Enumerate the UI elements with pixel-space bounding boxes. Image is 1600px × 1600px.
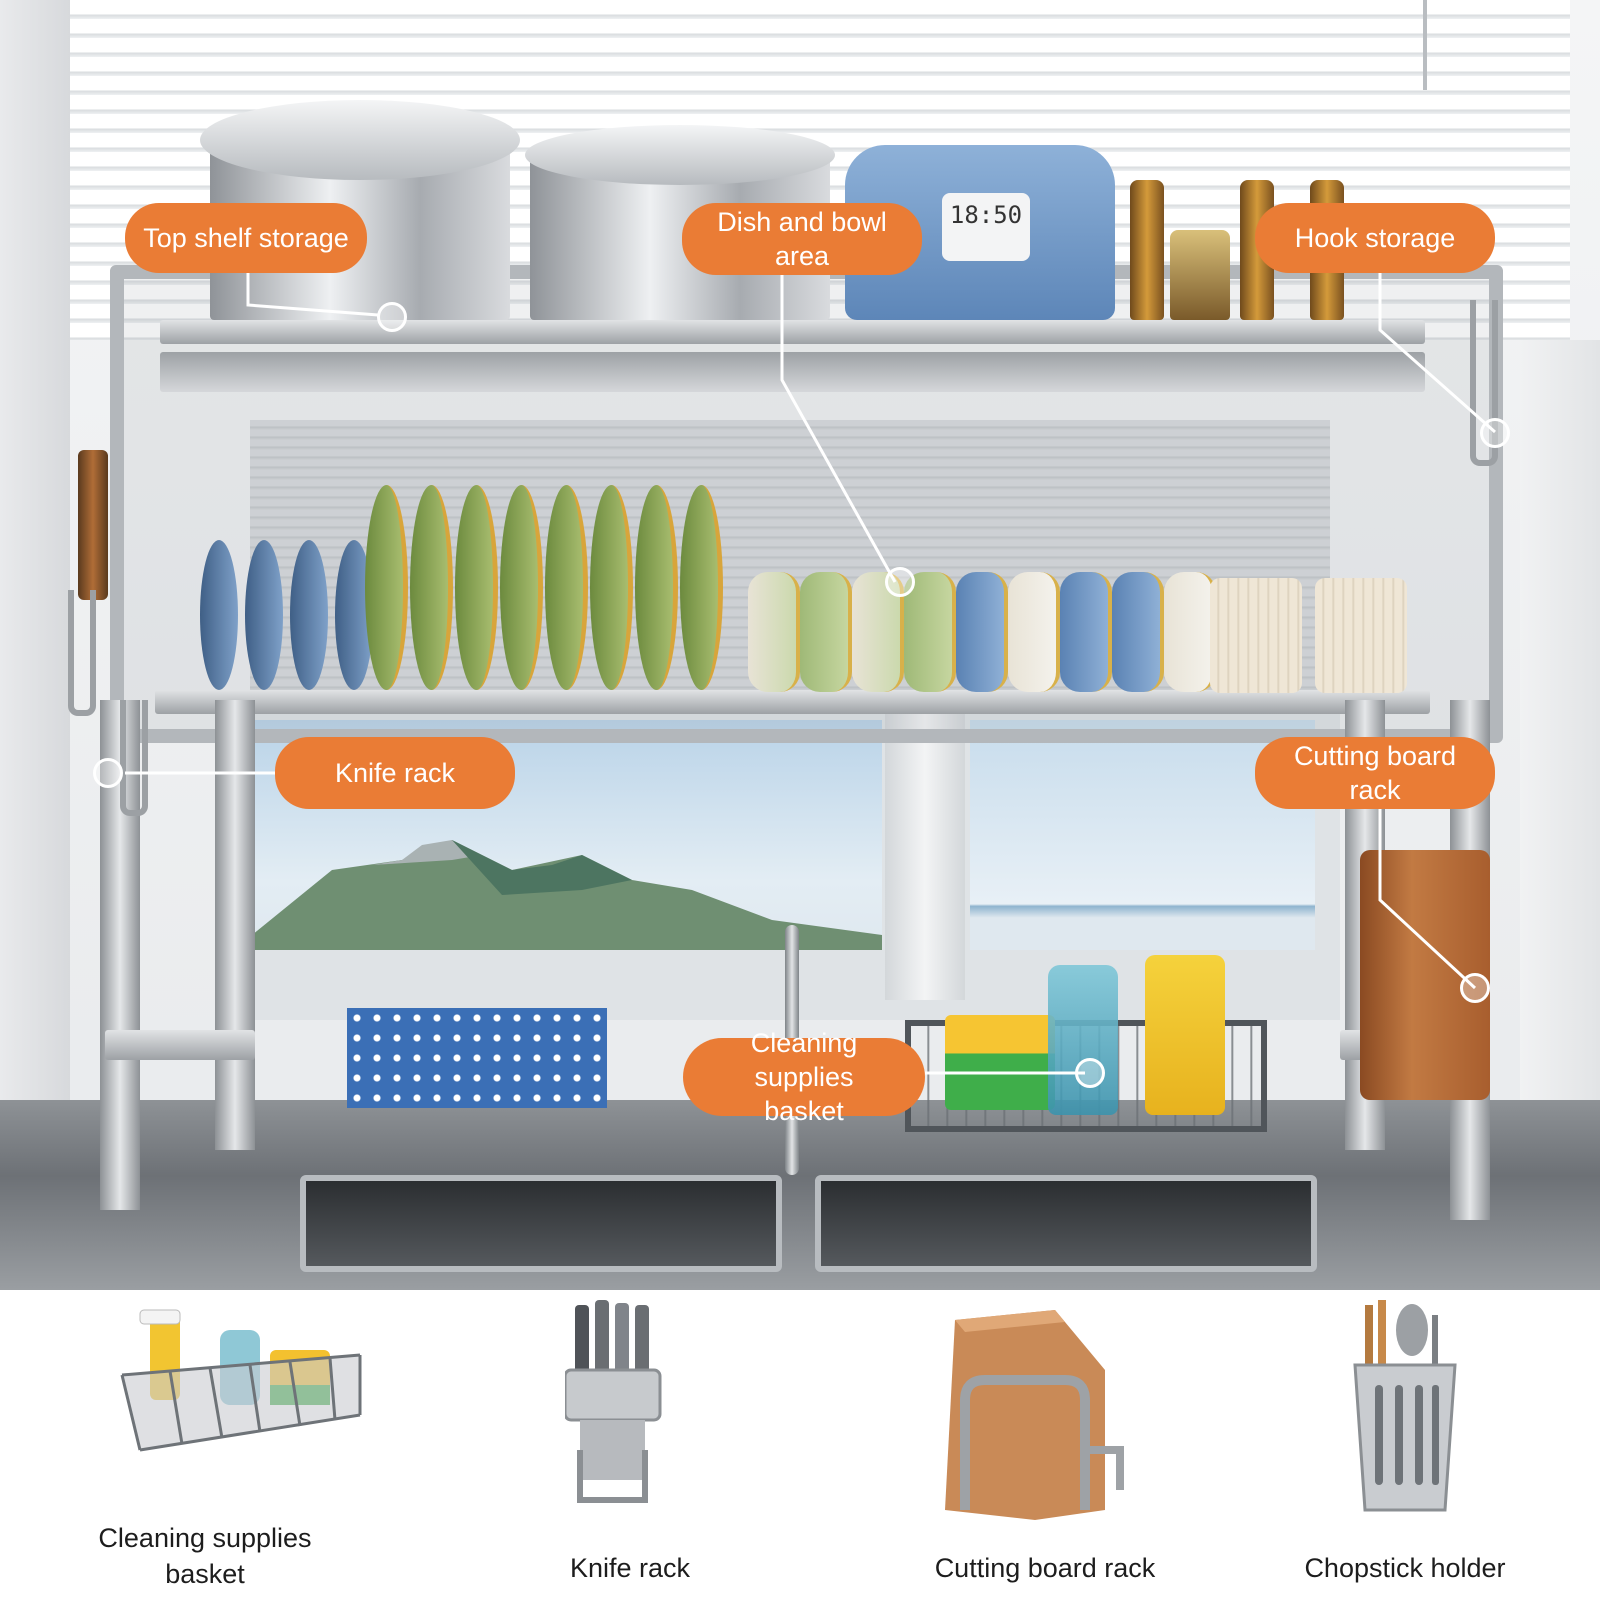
plate-green	[410, 485, 453, 690]
plate-green	[365, 485, 408, 690]
chopstick-holder-icon	[1350, 1300, 1460, 1515]
cleaning-basket-icon	[110, 1305, 370, 1475]
bowl	[1060, 572, 1112, 692]
callout-cleaning-supplies-basket: Cleaning supplies basket	[683, 1028, 925, 1126]
rice-cooker-display: 18:50	[942, 193, 1030, 261]
hotspot-knife	[93, 758, 123, 788]
plate-green	[455, 485, 498, 690]
hotspot-dish-bowl	[885, 567, 915, 597]
hotspot-cleaning	[1075, 1058, 1105, 1088]
soap-bottle	[1048, 965, 1118, 1115]
leader-cutting-board	[1378, 805, 1477, 990]
knife-handle	[78, 450, 108, 600]
plate-green	[590, 485, 633, 690]
spice-jar	[1170, 230, 1230, 320]
bowl	[1008, 572, 1060, 692]
hotspot-hook	[1480, 418, 1510, 448]
product-label-cutting-board-rack: Cutting board rack	[934, 1553, 1156, 1583]
knife-rack-hook	[68, 590, 96, 716]
window-mullion	[885, 700, 965, 1000]
callout-cutting-board-rack: Cutting board rack	[1255, 737, 1495, 809]
bowl	[1112, 572, 1164, 692]
plate-green	[500, 485, 543, 690]
plate-green	[635, 485, 678, 690]
mountain-view	[252, 840, 882, 950]
plate-blue	[245, 540, 283, 690]
hotspot-cutting-board	[1460, 973, 1490, 1003]
product-label-chopstick-holder: Chopstick holder	[1304, 1553, 1506, 1583]
bowl	[904, 572, 956, 692]
leader-top-shelf	[246, 270, 379, 317]
spice-bottle	[1130, 180, 1164, 320]
callout-leader-lines	[0, 0, 1600, 1290]
callout-knife-rack: Knife rack	[275, 737, 515, 809]
dish-towel	[347, 1008, 607, 1108]
sink-basin-right	[815, 1175, 1317, 1272]
plate-green	[545, 485, 588, 690]
mug	[1210, 578, 1302, 693]
side-hook	[1470, 300, 1498, 466]
knife-rack-icon	[563, 1300, 675, 1510]
bowl	[748, 572, 800, 692]
blind-cord	[1423, 0, 1427, 90]
product-photo: 18:50	[0, 0, 1600, 1290]
product-label-knife-rack: Knife rack	[569, 1553, 691, 1583]
top-shelf	[160, 320, 1425, 344]
callout-top-shelf-storage: Top shelf storage	[125, 203, 367, 273]
bowl	[800, 572, 852, 692]
knife-rack-hook	[120, 700, 148, 816]
stock-pot-lid	[525, 125, 835, 185]
sink-basin-left	[300, 1175, 782, 1272]
plate-green	[680, 485, 723, 690]
cutting-board-rack-icon	[935, 1310, 1135, 1520]
hotspot-top-shelf	[377, 302, 407, 332]
top-shelf-drip-tray	[160, 352, 1425, 392]
leader-hook	[1378, 270, 1496, 434]
base-bar-left	[105, 1030, 255, 1060]
spray-bottle	[1145, 955, 1225, 1115]
sponge	[995, 1015, 1055, 1110]
steamer-lid	[200, 100, 520, 180]
plate-blue	[290, 540, 328, 690]
countertop	[0, 1100, 1600, 1290]
mug	[1315, 578, 1407, 693]
wall-left	[0, 0, 70, 1120]
plate-blue	[200, 540, 238, 690]
callout-hook-storage: Hook storage	[1255, 203, 1495, 273]
middle-shelf	[155, 690, 1430, 714]
leader-dish-bowl	[780, 270, 897, 583]
callout-dish-and-bowl-area: Dish and bowl area	[682, 203, 922, 275]
rack-leg-left-back	[215, 700, 255, 1150]
wall-right	[1520, 340, 1600, 1120]
product-label-cleaning-basket: Cleaning supplies basket	[98, 1523, 312, 1589]
bowl	[956, 572, 1008, 692]
